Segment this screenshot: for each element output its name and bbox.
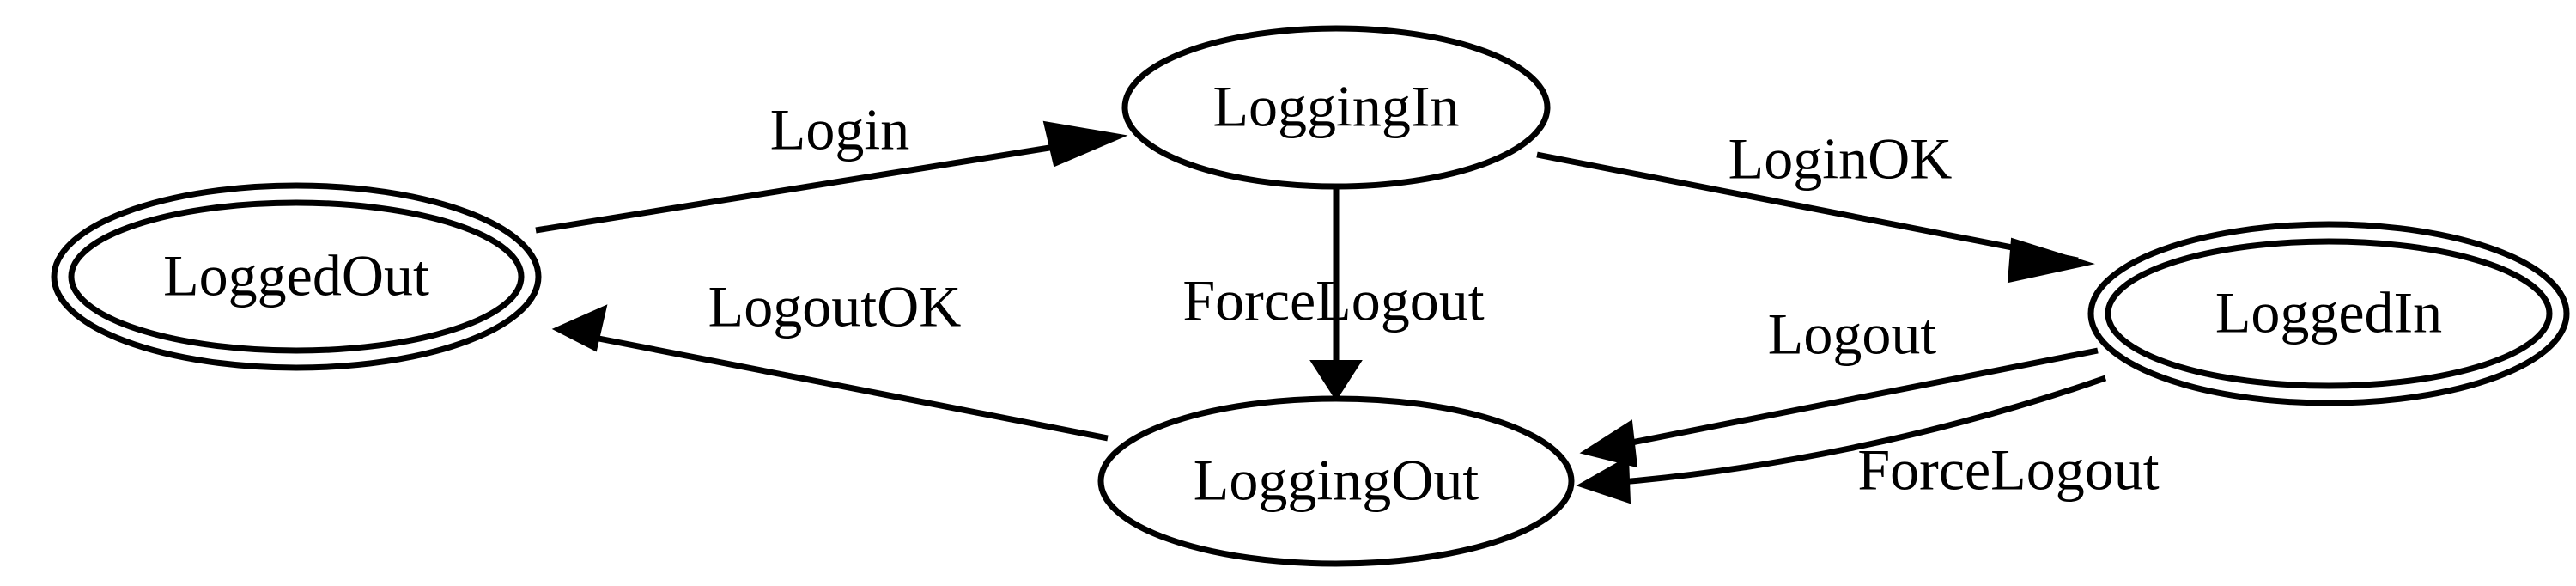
node-logged-out-inner-ring	[68, 199, 525, 354]
edge-login[interactable]	[535, 120, 1128, 234]
edge-logoutok-line	[585, 333, 1109, 442]
node-logged-in[interactable]: LoggedIn	[2087, 221, 2570, 406]
edge-logout-arrowhead-icon	[1579, 419, 1638, 468]
edge-logoutok[interactable]	[551, 304, 1109, 442]
edge-forcelogout-curve-arrowhead-icon	[1576, 455, 1631, 504]
nodes-layer: LoggedOut LoggingIn LoggedIn LoggingOut	[51, 25, 2570, 567]
edge-forcelogout-curve-line	[1610, 375, 2107, 486]
node-logged-out[interactable]: LoggedOut	[51, 182, 542, 371]
node-logging-in-outer-ring	[1121, 25, 1551, 190]
edge-forcelogout-curve[interactable]	[1576, 375, 2107, 504]
node-logging-in[interactable]: LoggingIn	[1121, 25, 1551, 190]
node-logging-in-label: LoggingIn	[1212, 74, 1459, 139]
edge-forcelogout-vertical[interactable]	[1309, 187, 1363, 401]
edge-label-logout: Logout	[1768, 302, 1937, 367]
edge-loginok-line	[1536, 151, 2079, 264]
edge-loginok[interactable]	[1536, 151, 2095, 284]
edge-forcelogout-vertical-arrowhead-icon	[1309, 360, 1363, 401]
edge-login-arrowhead-icon	[1042, 120, 1128, 168]
node-logging-out[interactable]: LoggingOut	[1097, 395, 1575, 567]
edge-logout[interactable]	[1579, 347, 2099, 468]
edge-label-login: Login	[770, 97, 909, 162]
edge-login-line	[535, 134, 1115, 234]
edges-layer	[535, 120, 2107, 504]
edge-label-loginok: LoginOK	[1728, 126, 1953, 192]
edge-label-logoutok: LogoutOK	[708, 274, 962, 339]
edge-labels-layer: Login LoginOK ForceLogout Logout ForceLo…	[708, 97, 2160, 503]
edge-loginok-arrowhead-icon	[2007, 237, 2095, 284]
node-logging-out-label: LoggingOut	[1194, 448, 1479, 513]
edge-label-forcelogout-vertical: ForceLogout	[1182, 268, 1484, 333]
node-logged-in-inner-ring	[2105, 238, 2553, 389]
edge-logout-line	[1613, 347, 2099, 449]
edge-logoutok-arrowhead-icon	[551, 304, 608, 352]
node-logging-out-outer-ring	[1097, 395, 1575, 567]
node-logged-out-label: LoggedOut	[163, 243, 429, 308]
edge-label-forcelogout-curve: ForceLogout	[1857, 437, 2159, 503]
node-logged-in-label: LoggedIn	[2215, 280, 2442, 345]
